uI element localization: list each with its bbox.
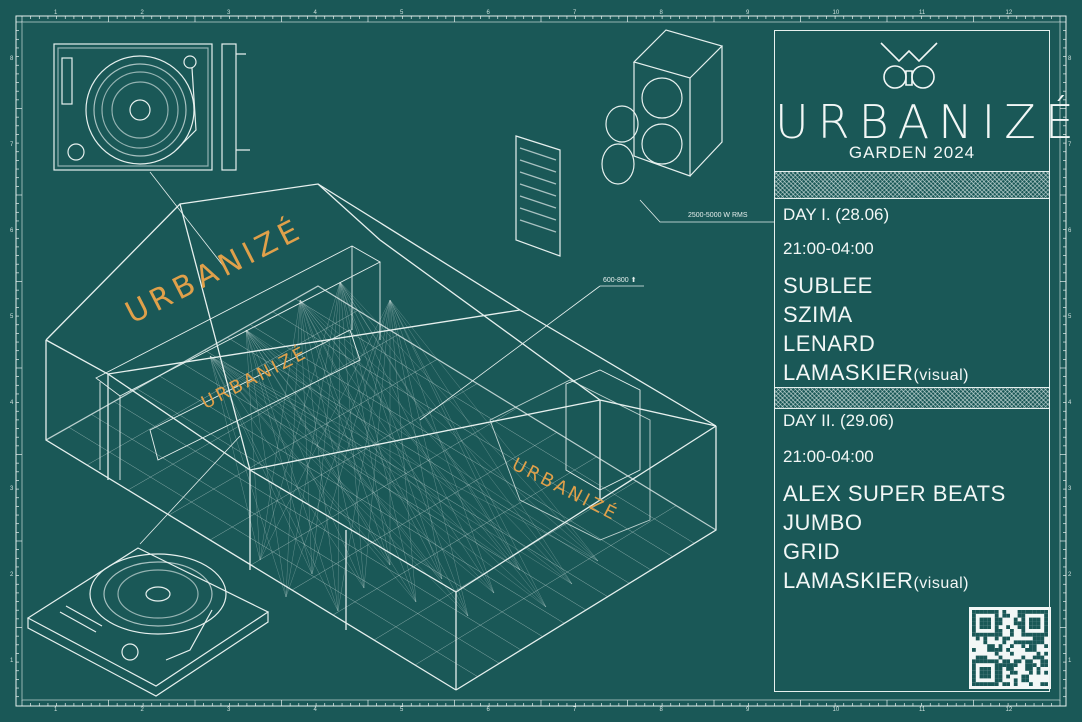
event-subtitle: GARDEN 2024 (848, 143, 976, 162)
brand-wordmark: URBANIZÉ (775, 95, 1082, 149)
brand-logo-icon (880, 42, 938, 89)
day2-artist-4: LAMASKIER(visual) (783, 568, 969, 594)
stage-light-rays (209, 281, 599, 617)
ruler-top-number: 10 (832, 707, 840, 713)
ruler-left-number: 4 (1068, 400, 1072, 406)
hatch-divider-2 (775, 387, 1049, 409)
ruler-top-number: 1 (54, 707, 58, 713)
person-icon: ⬆ (630, 277, 637, 284)
turntable-top-icon (53, 43, 250, 171)
ruler-left-number: 8 (10, 56, 14, 62)
speaker-spec-label: 2500-5000 W RMS (688, 212, 748, 219)
ruler-top-number: 11 (919, 707, 926, 713)
ruler-top-number: 7 (573, 707, 577, 713)
ruler-top-number: 11 (919, 10, 926, 16)
ruler-left-number: 1 (1068, 658, 1072, 664)
lineup-panel: URBANIZÉ GARDEN 2024 DAY I. (28.06) 21:0… (774, 30, 1082, 692)
day1-title: DAY I. (28.06) (783, 205, 890, 224)
ruler-left-number: 8 (1068, 56, 1072, 62)
ruler-left-number: 3 (10, 486, 14, 492)
tent-structure (45, 183, 717, 691)
ruler-top-number: 5 (400, 10, 404, 16)
ruler-top-number: 12 (1005, 707, 1013, 713)
ruler-top-number: 10 (832, 10, 840, 16)
ruler-top-number: 1 (54, 10, 58, 16)
ruler-top-number: 8 (659, 10, 663, 16)
ruler-top-number: 2 (140, 10, 144, 16)
day1-artist-4-name: LAMASKIER (783, 360, 914, 385)
ruler-left-number: 1 (10, 658, 14, 664)
day1-artist-2: SZIMA (783, 302, 853, 327)
ruler-left-number: 2 (1068, 572, 1072, 578)
ruler-top-number: 3 (227, 707, 231, 713)
ruler-top-number: 6 (486, 707, 490, 713)
day1-visual-suffix: (visual) (913, 367, 969, 384)
ruler-top-number: 12 (1005, 10, 1013, 16)
ruler-top-number: 6 (486, 10, 490, 16)
day1-artist-3: LENARD (783, 331, 876, 356)
ruler-left-number: 4 (10, 400, 14, 406)
ruler-left-number: 2 (10, 572, 14, 578)
day2-artist-3: GRID (783, 539, 840, 564)
ruler-top-number: 5 (400, 707, 404, 713)
day2-time: 21:00-04:00 (783, 447, 874, 466)
ruler-left-number: 5 (10, 314, 14, 320)
day2-visual-suffix: (visual) (913, 575, 969, 592)
ruler-ticks (16, 16, 1066, 706)
qr-code (969, 607, 1051, 689)
ruler-left-number: 6 (10, 228, 14, 234)
day1-time: 21:00-04:00 (783, 239, 874, 258)
speaker-icon (515, 29, 774, 257)
ruler-left-number: 6 (1068, 228, 1072, 234)
ruler-left-number: 5 (1068, 314, 1072, 320)
day2-artist-1: ALEX SUPER BEATS (783, 481, 1006, 506)
capacity-spec-text: 600-800 (603, 277, 629, 284)
ruler-top-number: 3 (227, 10, 231, 16)
ruler-left-number: 7 (10, 142, 14, 148)
day2-artist-4-name: LAMASKIER (783, 568, 914, 593)
day2-artist-2: JUMBO (783, 510, 863, 535)
ruler-top-number: 4 (313, 707, 317, 713)
ruler-top-number: 2 (140, 707, 144, 713)
ruler-left-number: 7 (1068, 142, 1072, 148)
hatch-divider-1 (775, 171, 1049, 199)
capacity-spec-label: 600-800 ⬆ (603, 276, 637, 284)
ruler-top-number: 9 (746, 707, 750, 713)
day1-artist-4: LAMASKIER(visual) (783, 360, 969, 386)
ruler-top-number: 4 (313, 10, 317, 16)
day2-title: DAY II. (29.06) (783, 411, 894, 430)
ruler-left-number: 3 (1068, 486, 1072, 492)
ruler-top-number: 7 (573, 10, 577, 16)
ruler-top-number: 9 (746, 10, 750, 16)
day1-artist-1: SUBLEE (783, 273, 873, 298)
ruler-top-number: 8 (659, 707, 663, 713)
stage-trusses (95, 245, 651, 541)
turntable-bottom-icon (26, 435, 270, 697)
